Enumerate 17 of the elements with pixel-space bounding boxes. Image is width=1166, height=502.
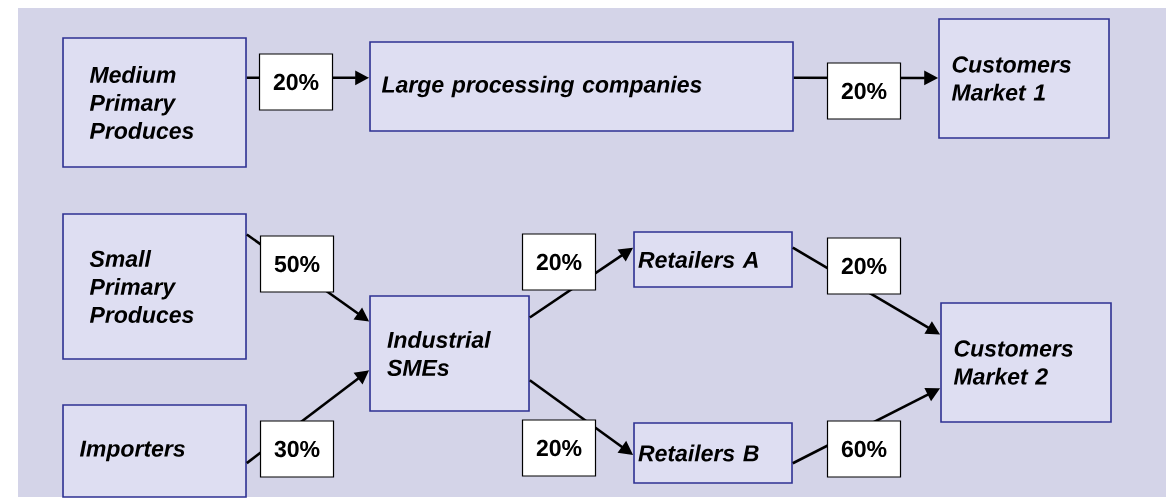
process-box: Retailers A: [633, 231, 793, 288]
edge-label: 30%: [259, 420, 335, 478]
process-box: Importers: [62, 404, 247, 498]
process-box: Customers Market 1: [938, 18, 1110, 139]
edge-label: 20%: [521, 419, 597, 477]
process-box: Small Primary Produces: [62, 213, 247, 360]
edge-label: 60%: [826, 420, 902, 478]
edge-label: 50%: [259, 235, 335, 293]
process-box: Medium Primary Produces: [62, 37, 247, 168]
process-box: Retailers B: [633, 422, 793, 484]
edge-label: 20%: [826, 237, 902, 295]
edge-label: 20%: [258, 53, 334, 111]
edge-label: 20%: [521, 233, 597, 291]
process-box: Industrial SMEs: [369, 295, 530, 412]
process-box: Large processing companies: [369, 41, 794, 132]
edge-label: 20%: [826, 62, 902, 120]
process-box: Customers Market 2: [940, 302, 1112, 423]
